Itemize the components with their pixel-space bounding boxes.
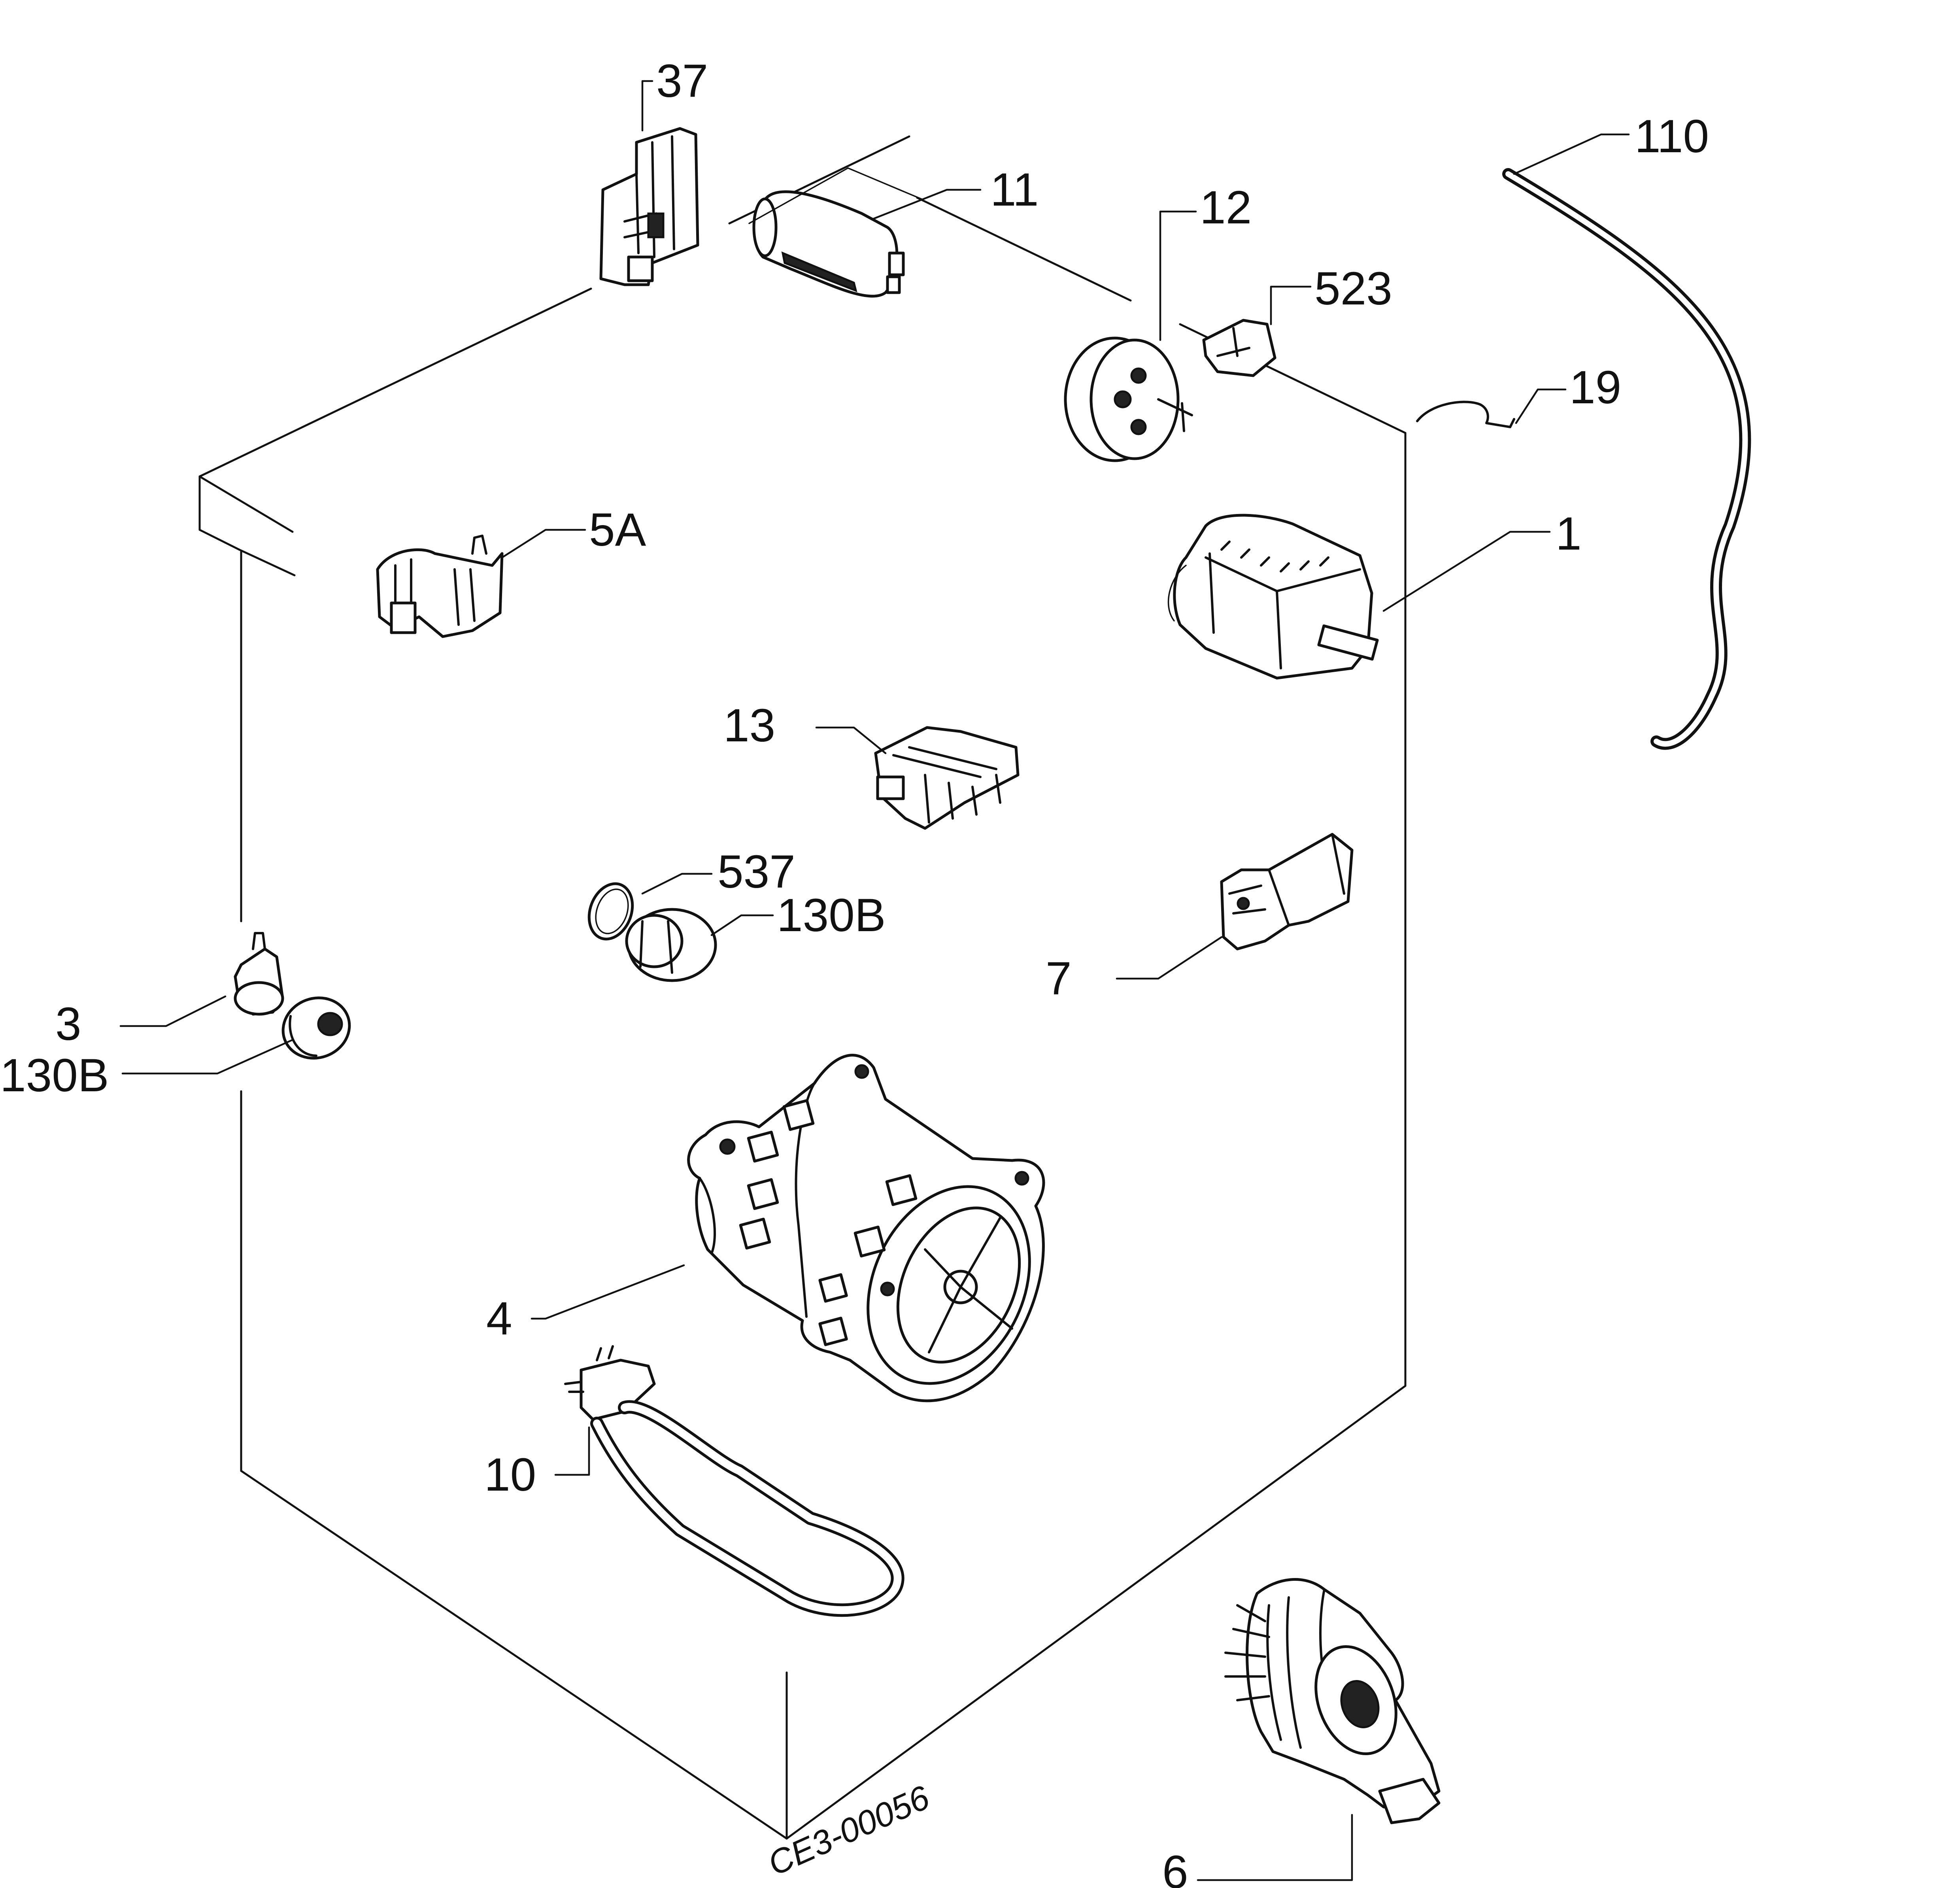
part-3-thermostat[interactable] — [234, 932, 284, 1016]
label-5a: 5A — [589, 504, 646, 556]
label-1: 1 — [1556, 508, 1582, 560]
label-11: 11 — [990, 164, 1039, 216]
leader-lines — [119, 80, 1630, 1881]
part-37-door-switch[interactable] — [599, 127, 699, 286]
label-3: 3 — [55, 998, 81, 1050]
label-19: 19 — [1569, 361, 1621, 414]
label-7: 7 — [1046, 953, 1072, 1005]
part-523-clip[interactable] — [1202, 319, 1276, 377]
label-12: 12 — [1200, 181, 1252, 234]
part-110-hose[interactable] — [1502, 168, 1751, 750]
part-1-timer[interactable] — [1167, 514, 1379, 680]
cabinet-outline — [198, 135, 1407, 1840]
part-7-door-lock[interactable] — [1220, 833, 1354, 951]
label-523: 523 — [1314, 263, 1392, 315]
label-6: 6 — [1162, 1846, 1188, 1888]
label-13: 13 — [723, 699, 775, 752]
part-130b-left-grommet[interactable] — [274, 988, 358, 1067]
part-13-terminal-block[interactable] — [874, 726, 1020, 830]
label-110: 110 — [1635, 110, 1709, 163]
label-130b-center: 130B — [777, 889, 886, 941]
part-19-wire-clip[interactable] — [1416, 401, 1515, 428]
label-537: 537 — [718, 846, 795, 898]
label-10: 10 — [484, 1449, 536, 1501]
label-130b-left: 130B — [0, 1049, 109, 1102]
label-37: 37 — [656, 55, 708, 107]
part-537-o-ring[interactable] — [582, 878, 640, 945]
label-4: 4 — [486, 1293, 512, 1345]
part-130b-center-cap[interactable] — [625, 908, 717, 982]
part-11-capacitor[interactable] — [748, 167, 924, 298]
part-6-drain-pump[interactable] — [1224, 1578, 1441, 1824]
part-12-selector-switch[interactable] — [1064, 336, 1193, 462]
part-5a-inlet-valve[interactable] — [376, 535, 504, 638]
part-10-heater[interactable] — [564, 1345, 904, 1617]
part-4-motor[interactable] — [687, 1054, 1060, 1410]
